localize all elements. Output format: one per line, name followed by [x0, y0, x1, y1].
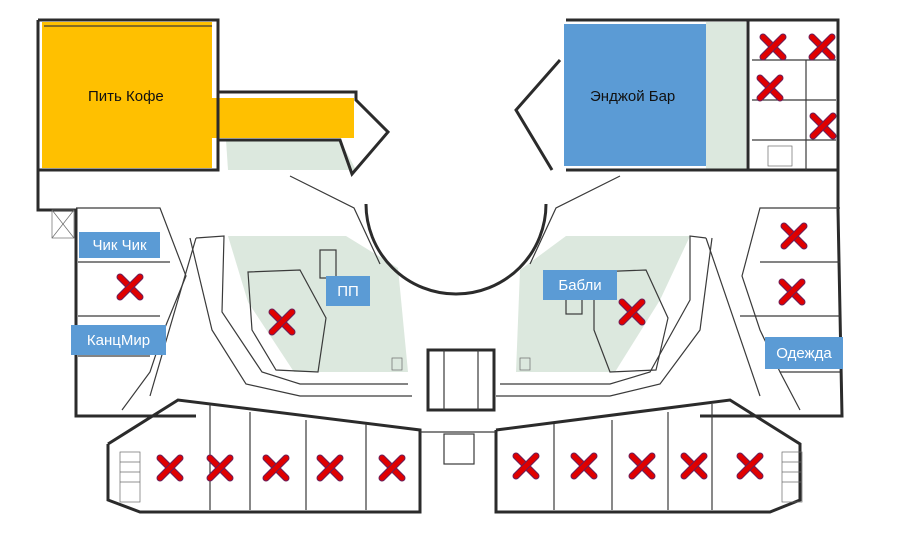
tenant-label-chik-chik[interactable]: Чик Чик: [79, 232, 160, 258]
cross-icon: [116, 273, 144, 301]
atrium: [149, 175, 761, 412]
tenant-label-odezhda[interactable]: Одежда: [765, 337, 843, 369]
bar-label: Энджой Бар: [590, 88, 676, 105]
room-details: [51, 59, 836, 503]
cross-icon: [778, 278, 806, 306]
cross-icon: [809, 112, 837, 140]
green-zone-top-left: [226, 140, 356, 170]
cross-icon: [512, 452, 540, 480]
cross-icon: [156, 454, 184, 482]
bar-area[interactable]: [564, 24, 708, 166]
cross-icon: [808, 33, 836, 61]
cross-icon: [780, 222, 808, 250]
cross-icon: [316, 454, 344, 482]
tenant-label-kancmir[interactable]: КанцМир: [71, 325, 166, 355]
cross-icon: [570, 452, 598, 480]
tenant-label-babli[interactable]: Бабли: [543, 270, 617, 300]
cross-icon: [618, 298, 646, 326]
occupied-crosses: [116, 33, 837, 482]
green-zone-right: [516, 236, 690, 372]
cross-icon: [262, 454, 290, 482]
cafe-extension-area[interactable]: [208, 98, 354, 138]
cafe-label: Пить Кофе: [88, 88, 164, 105]
cross-icon: [268, 308, 296, 336]
cross-icon: [628, 452, 656, 480]
cross-icon: [736, 452, 764, 480]
cross-icon: [759, 33, 787, 61]
cross-icon: [680, 452, 708, 480]
cross-icon: [756, 74, 784, 102]
cross-icon: [378, 454, 406, 482]
cafe-area[interactable]: [42, 22, 212, 168]
tenant-label-pp[interactable]: ПП: [326, 276, 370, 306]
outer-walls: [36, 18, 844, 514]
cross-icon: [206, 454, 234, 482]
green-zone-top-right: [706, 22, 746, 170]
